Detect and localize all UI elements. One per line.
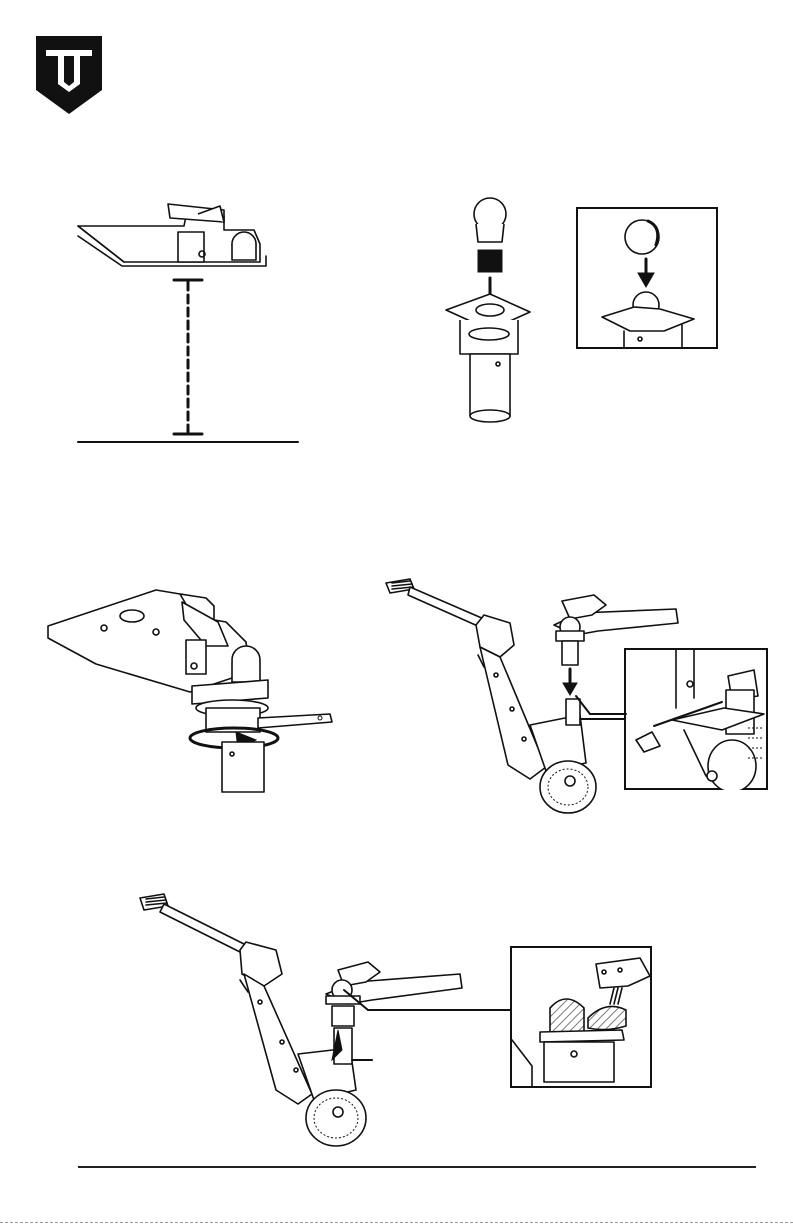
attach-mover-inset xyxy=(624,648,768,790)
tighten-collar-figure xyxy=(46,582,334,796)
coupled-mover-figure xyxy=(136,890,466,1152)
coupled-detail-callout-line xyxy=(340,986,516,1016)
coupler-height-figure xyxy=(74,196,302,454)
ball-insert-inset xyxy=(576,207,718,349)
coupled-mover-inset xyxy=(510,946,652,1088)
brand-logo xyxy=(36,36,102,114)
ball-insert-figure xyxy=(440,194,536,426)
attach-detail-callout-line xyxy=(574,694,628,724)
footer-rule xyxy=(78,1166,756,1168)
page-trim-line xyxy=(0,1222,793,1223)
